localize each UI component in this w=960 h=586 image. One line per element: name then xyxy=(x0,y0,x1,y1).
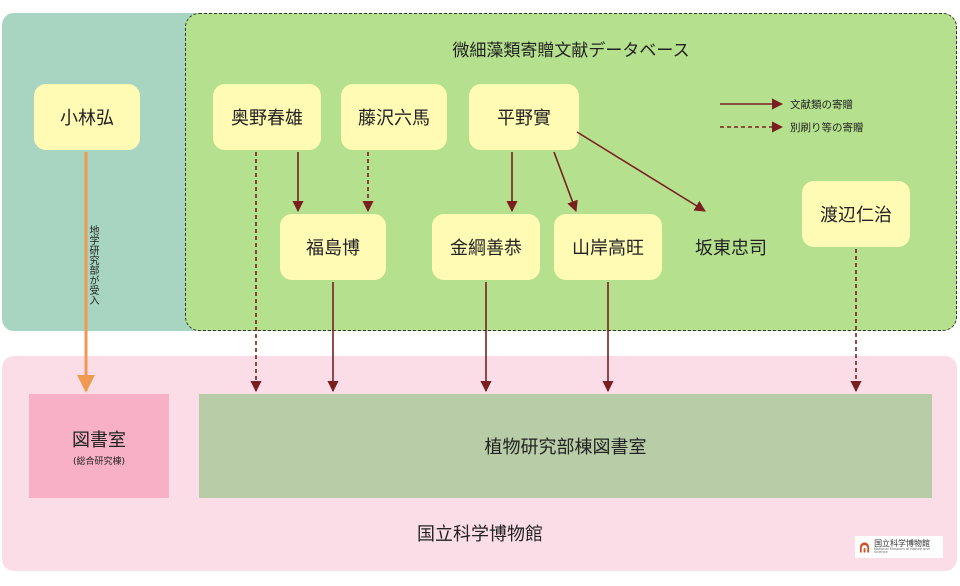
database-title: 微細藻類寄贈文献データベース xyxy=(452,41,690,61)
donor-kanazuna: 金綱善恭 xyxy=(432,214,540,280)
donor-yamagishi: 山岸高旺 xyxy=(554,214,662,280)
donor-hirano: 平野實 xyxy=(469,84,579,150)
botany-library-box: 植物研究部棟図書室 xyxy=(199,394,932,498)
general-library-subtitle: (総合研究棟) xyxy=(72,456,126,467)
general-library-title: 図書室 xyxy=(72,429,126,451)
museum-name: 国立科学博物館 xyxy=(417,524,543,545)
donor-fujisawa: 藤沢六馬 xyxy=(341,84,447,150)
arrow-hirano-to-bando xyxy=(576,131,706,212)
logo-text-en: National Museum of Nature and Science xyxy=(874,546,930,554)
legend-dashed-label: 別刷り等の寄贈 xyxy=(790,122,864,134)
donor-bando: 坂東忠司 xyxy=(695,238,767,259)
donor-kobayashi: 小林弘 xyxy=(34,84,140,150)
museum-logo: 国立科学博物館 National Museum of Nature and Sc… xyxy=(855,536,943,558)
logo-text-jp: 国立科学博物館 xyxy=(874,538,931,548)
geology-accept-label: 地学研究部が受入 xyxy=(87,225,98,305)
donor-okuno: 奥野春雄 xyxy=(213,84,321,150)
legend-solid-label: 文献類の寄贈 xyxy=(790,99,853,111)
arrow-hirano-to-yamagishi xyxy=(553,151,578,213)
museum-logo-icon xyxy=(859,542,870,553)
donor-watanabe: 渡辺仁治 xyxy=(802,181,910,247)
general-library-box: 図書室 (総合研究棟) xyxy=(29,394,169,498)
donor-fukushima: 福島博 xyxy=(280,214,386,280)
